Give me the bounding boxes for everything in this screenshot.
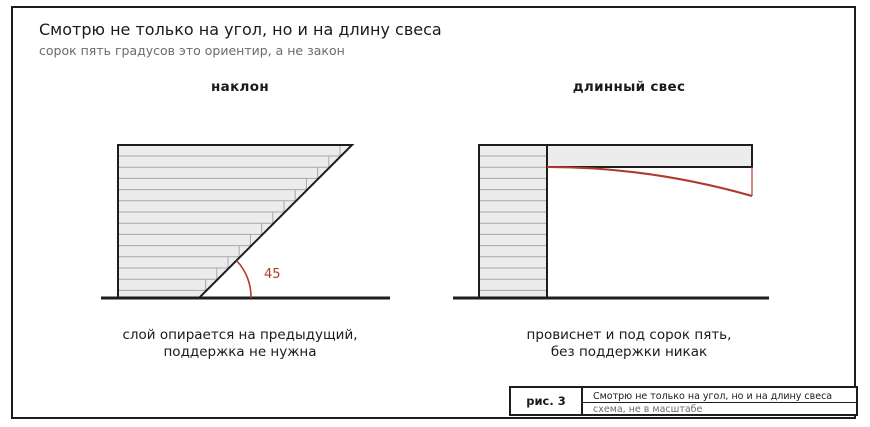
title-block-divider [583, 402, 856, 403]
caption-line: слой опирается на предыдущий, [122, 327, 358, 343]
caption-overhang: слой опирается на предыдущий, поддержка … [80, 327, 400, 361]
caption-bridge: провиснет и под сорок пять, без поддержк… [469, 327, 789, 361]
caption-line: без поддержки никак [550, 344, 708, 360]
panel-heading-bridge: длинный свес [572, 79, 686, 95]
figure-title: Смотрю не только на угол, но и на длину … [39, 20, 442, 39]
layer-lines [480, 155, 546, 291]
cantilever-diagram [453, 144, 769, 300]
figure-subtitle: сорок пять градусов это ориентир, а не з… [39, 43, 345, 58]
layer-lines [119, 144, 341, 291]
sag-curve [546, 166, 753, 197]
figure-number: рис. 3 [511, 388, 583, 414]
title-block-note: схема, не в масштабе [593, 404, 703, 415]
caption-line: поддержка не нужна [163, 344, 317, 360]
panel-heading-overhang: наклон [211, 79, 269, 95]
angle-label: 45 [264, 267, 281, 282]
overhang-part [118, 145, 352, 298]
angle-arc [235, 259, 252, 299]
title-block-title: Смотрю не только на угол, но и на длину … [593, 391, 833, 402]
title-block: рис. 3 Смотрю не только на угол, но и на… [509, 386, 858, 416]
support-column [479, 145, 547, 298]
cantilever-beam [546, 144, 753, 168]
overhang-diagram: 45 [101, 144, 390, 300]
caption-line: провиснет и под сорок пять, [526, 327, 732, 343]
